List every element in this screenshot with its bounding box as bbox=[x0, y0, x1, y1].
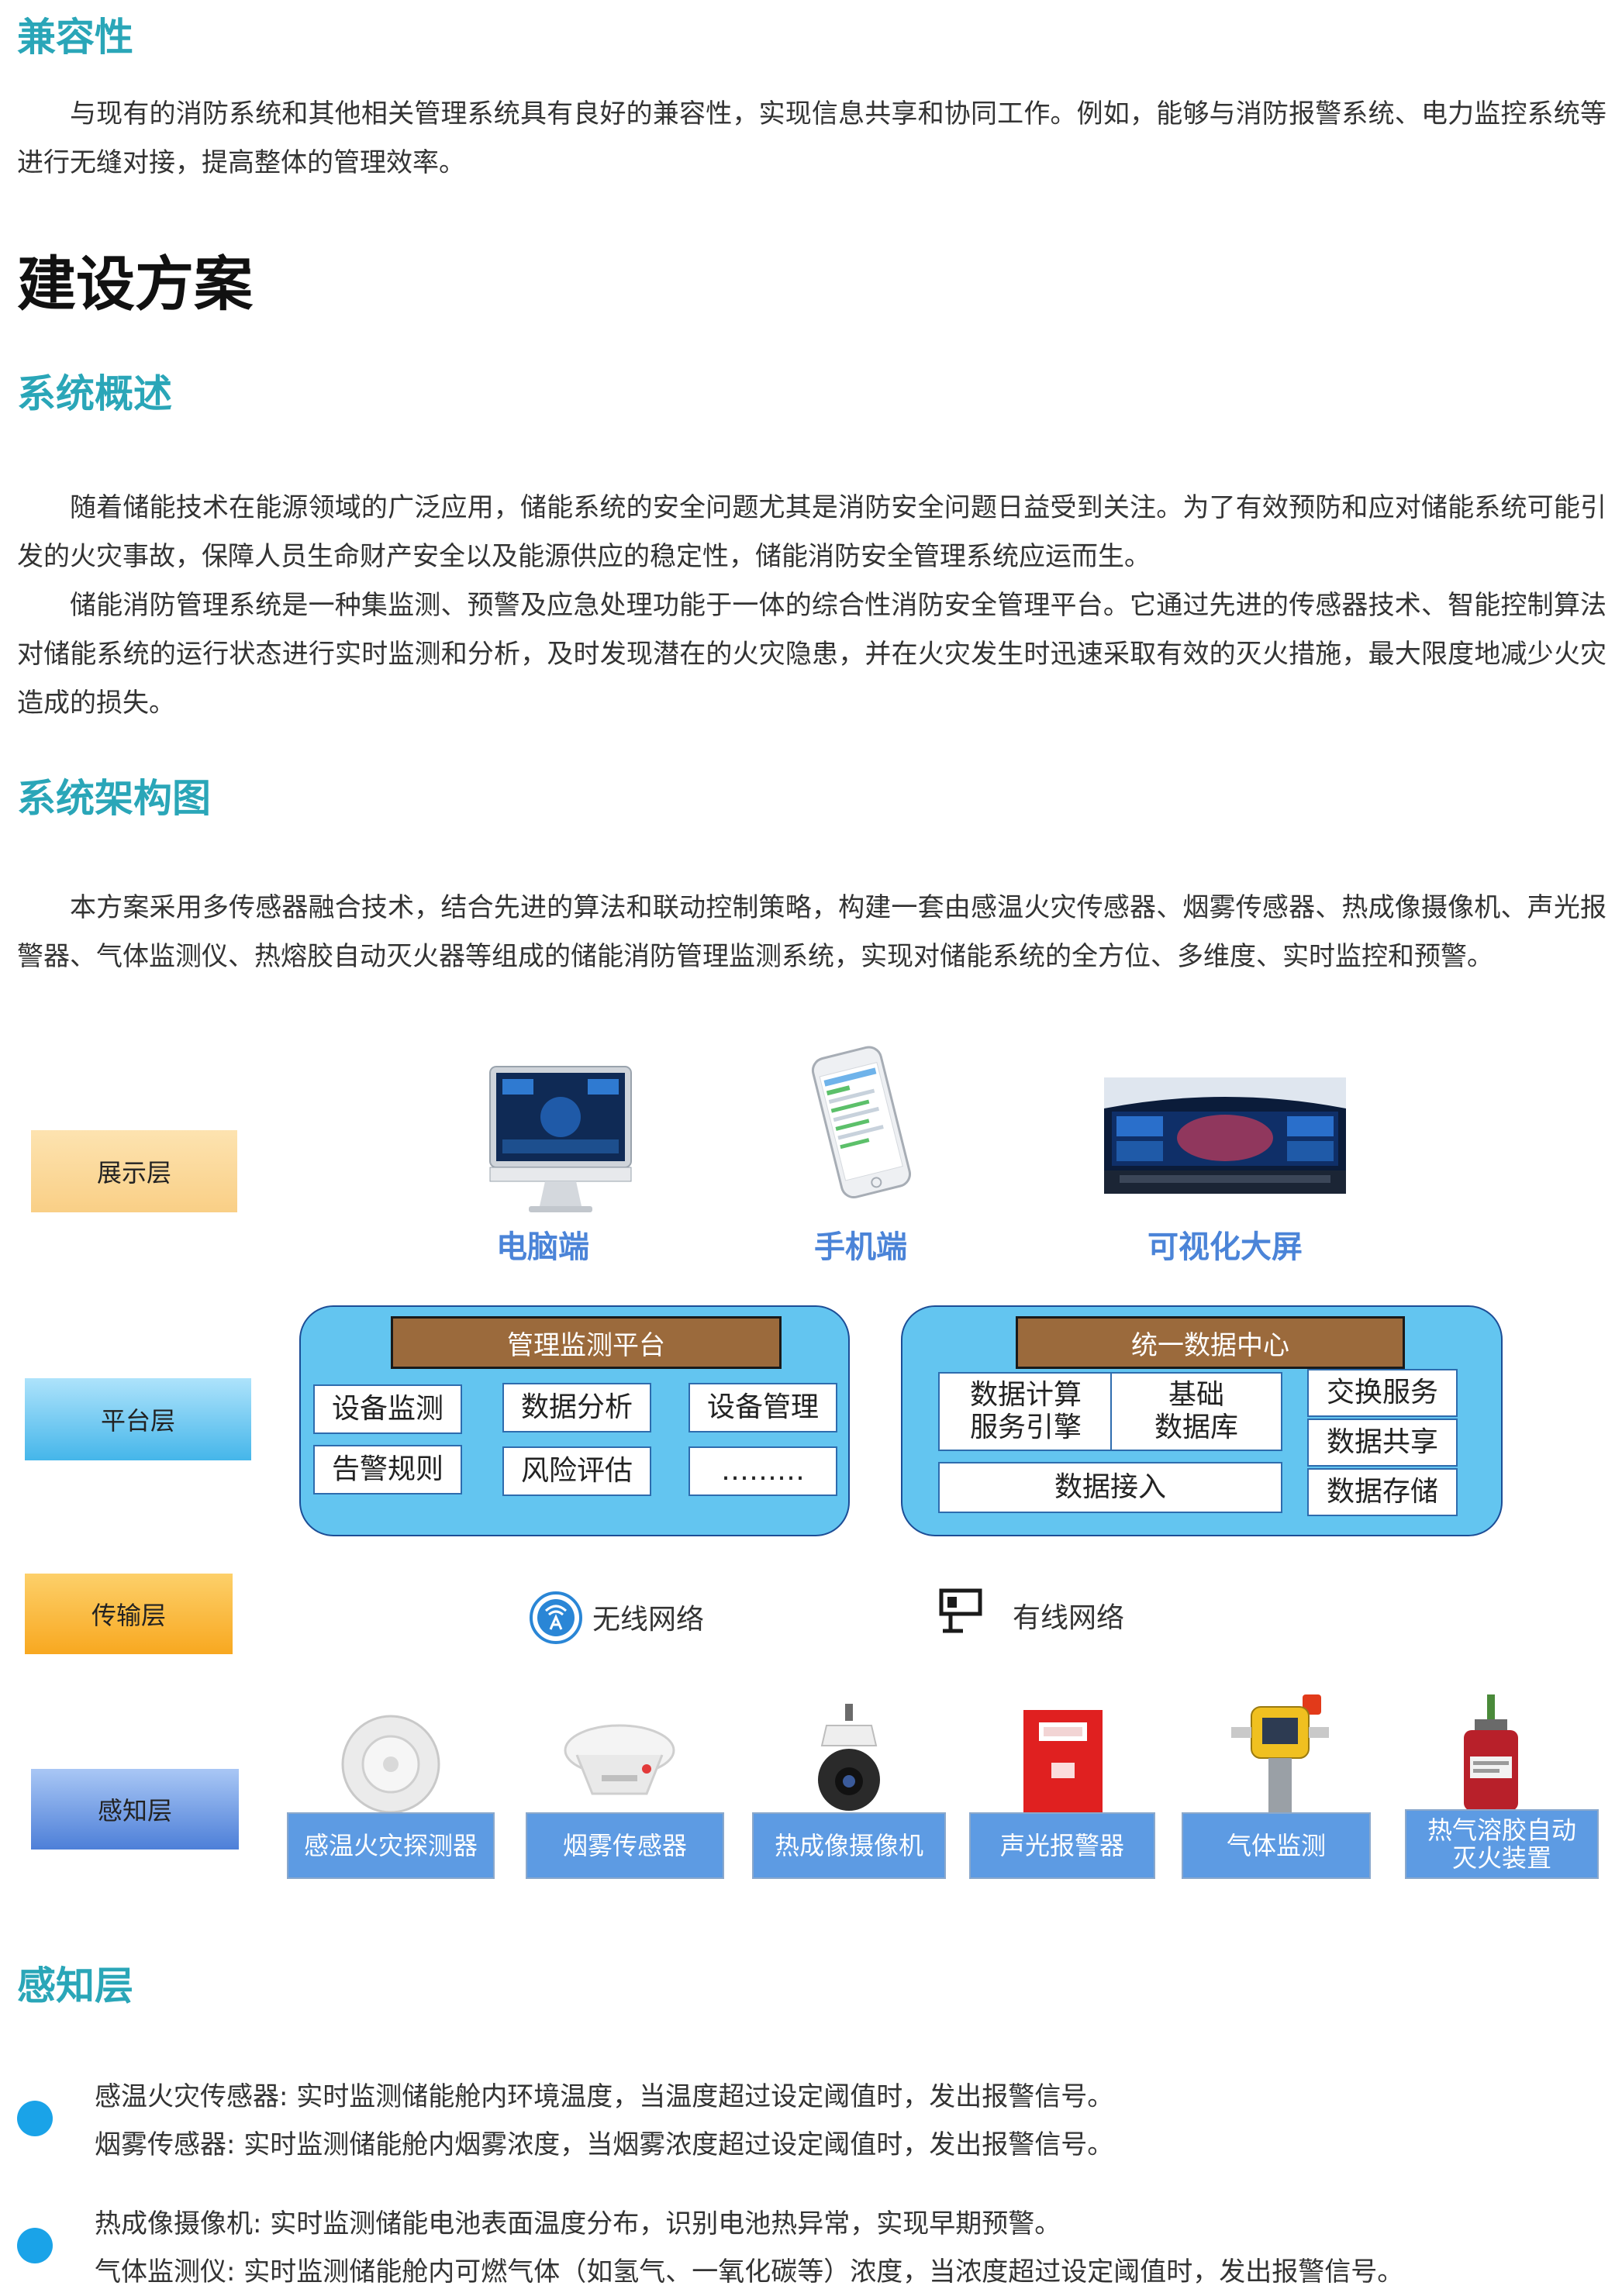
thermal-camera-icon bbox=[818, 1704, 880, 1811]
cell-base-database: 基础 数据库 bbox=[1110, 1372, 1282, 1451]
cell-base-database-line2: 数据库 bbox=[1154, 1412, 1238, 1443]
bullet-dot-1 bbox=[17, 2101, 53, 2136]
cell-risk-assessment: 风险评估 bbox=[502, 1446, 651, 1496]
mgmt-platform-title: 管理监测平台 bbox=[391, 1316, 782, 1369]
cell-compute-engine-line2: 服务引擎 bbox=[969, 1412, 1082, 1443]
device-sound-light-alarm: 声光报警器 bbox=[969, 1812, 1155, 1879]
data-center-title: 统一数据中心 bbox=[1016, 1316, 1405, 1369]
terminal-big-screen: 可视化大屏 bbox=[1147, 1229, 1303, 1265]
device-aerosol-line2: 灭火装置 bbox=[1451, 1843, 1551, 1873]
device-thermal-camera: 热成像摄像机 bbox=[752, 1812, 946, 1879]
desktop-monitor-icon bbox=[489, 1066, 632, 1212]
cell-base-database-line1: 基础 bbox=[1168, 1379, 1224, 1411]
heat-detector-icon bbox=[341, 1715, 440, 1814]
smoke-sensor-icon bbox=[564, 1724, 675, 1795]
layer-perception: 感知层 bbox=[31, 1769, 239, 1850]
layer-transport: 传输层 bbox=[25, 1574, 233, 1654]
cell-device-management: 设备管理 bbox=[688, 1383, 837, 1432]
overview-heading: 系统概述 bbox=[17, 371, 172, 416]
perception-item-1: 感温火灾传感器: 实时监测储能舱内环境温度，当温度超过设定阈值时，发出报警信号。 bbox=[95, 2081, 1114, 2112]
perception-heading: 感知层 bbox=[17, 1963, 133, 2008]
cell-data-access: 数据接入 bbox=[938, 1462, 1282, 1513]
cell-exchange-service: 交换服务 bbox=[1307, 1369, 1458, 1417]
cell-compute-engine-line1: 数据计算 bbox=[969, 1379, 1082, 1411]
terminal-pc: 电脑端 bbox=[496, 1229, 589, 1265]
device-aerosol-line1: 热气溶胶自动 bbox=[1427, 1815, 1576, 1845]
gas-detector-icon bbox=[1231, 1694, 1329, 1814]
compat-heading: 兼容性 bbox=[17, 15, 133, 60]
overview-paragraph-1: 随着储能技术在能源领域的广泛应用，储能系统的安全问题尤其是消防安全问题日益受到关… bbox=[17, 492, 1606, 572]
cell-data-sharing: 数据共享 bbox=[1307, 1419, 1458, 1467]
sound-light-alarm-icon bbox=[1023, 1710, 1103, 1812]
cell-alarm-rules: 告警规则 bbox=[313, 1445, 462, 1494]
cell-device-monitoring: 设备监测 bbox=[313, 1384, 462, 1434]
device-smoke-sensor: 烟雾传感器 bbox=[526, 1812, 724, 1879]
wired-network-label: 有线网络 bbox=[1013, 1602, 1125, 1634]
device-aerosol-extinguisher: 热气溶胶自动 灭火装置 bbox=[1405, 1809, 1599, 1879]
bullet-dot-2 bbox=[17, 2228, 53, 2263]
architecture-diagram: 展示层 平台层 传输层 感知层 bbox=[0, 1031, 1622, 1907]
mobile-phone-icon bbox=[811, 1046, 911, 1199]
wireless-network-icon bbox=[530, 1591, 582, 1644]
cell-compute-engine: 数据计算 服务引擎 bbox=[938, 1372, 1113, 1451]
cell-data-storage: 数据存储 bbox=[1307, 1468, 1458, 1516]
perception-item-3: 热成像摄像机: 实时监测储能电池表面温度分布，识别电池热异常，实现早期预警。 bbox=[95, 2208, 1061, 2239]
wired-network-icon bbox=[939, 1588, 982, 1633]
device-heat-detector: 感温火灾探测器 bbox=[287, 1812, 495, 1879]
device-gas-monitor: 气体监测 bbox=[1182, 1812, 1371, 1879]
arch-paragraph: 本方案采用多传感器融合技术，结合先进的算法和联动控制策略，构建一套由感温火灾传感… bbox=[17, 892, 1606, 972]
arch-heading: 系统架构图 bbox=[17, 776, 211, 821]
large-screen-icon bbox=[1104, 1077, 1346, 1194]
terminal-mobile: 手机端 bbox=[814, 1229, 907, 1265]
perception-item-4: 气体监测仪: 实时监测储能舱内可燃气体（如氢气、一氧化碳等）浓度，当浓度超过设定… bbox=[95, 2256, 1404, 2287]
layer-platform: 平台层 bbox=[25, 1378, 251, 1460]
layer-display: 展示层 bbox=[31, 1130, 237, 1212]
overview-paragraph-2: 储能消防管理系统是一种集监测、预警及应急处理功能于一体的综合性消防安全管理平台。… bbox=[17, 590, 1606, 719]
aerosol-extinguisher-icon bbox=[1464, 1694, 1518, 1811]
plan-heading: 建设方案 bbox=[17, 250, 253, 319]
cell-more: ……… bbox=[688, 1446, 837, 1496]
perception-item-2: 烟雾传感器: 实时监测储能舱内烟雾浓度，当烟雾浓度超过设定阈值时，发出报警信号。 bbox=[95, 2129, 1114, 2160]
wireless-network-label: 无线网络 bbox=[592, 1604, 705, 1636]
compat-paragraph: 与现有的消防系统和其他相关管理系统具有良好的兼容性，实现信息共享和协同工作。例如… bbox=[17, 98, 1606, 178]
cell-data-analysis: 数据分析 bbox=[502, 1383, 651, 1432]
